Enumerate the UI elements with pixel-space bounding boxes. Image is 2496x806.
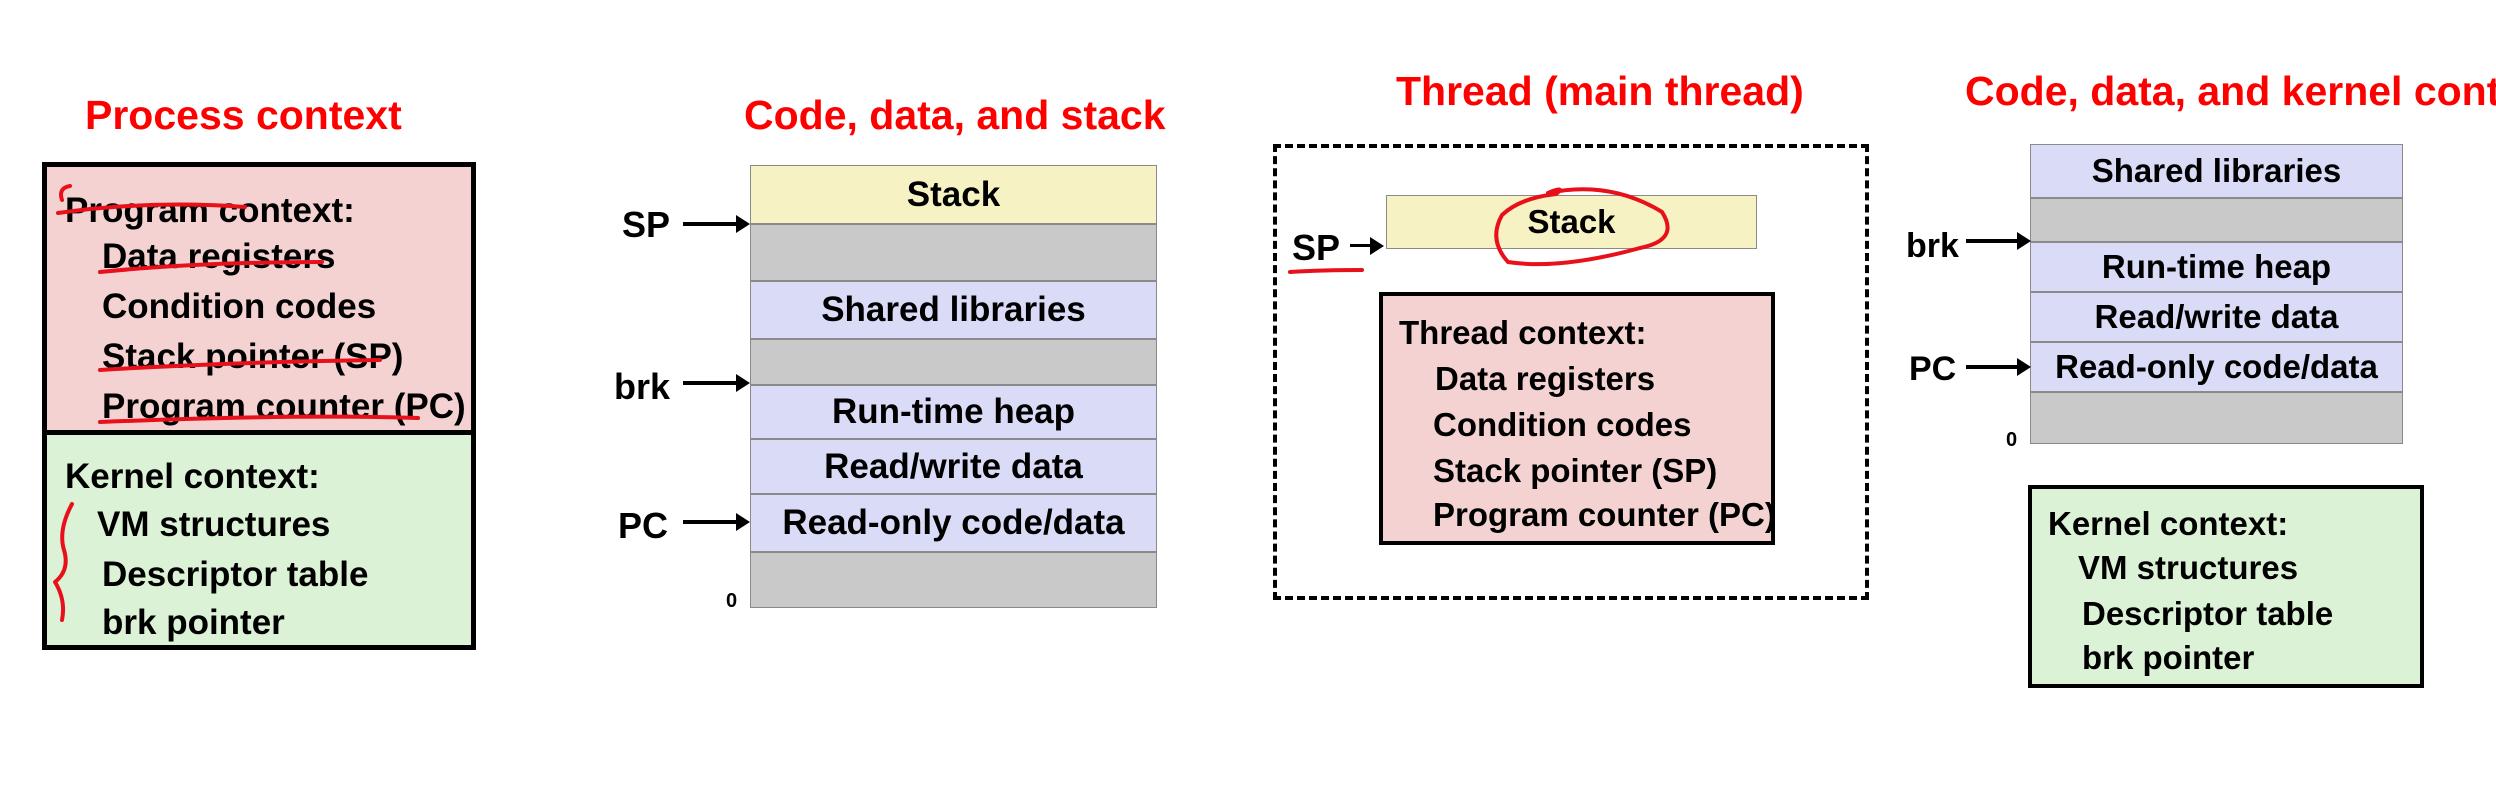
brk-label: brk bbox=[614, 366, 671, 407]
program-context-item: Program counter (PC) bbox=[102, 387, 466, 426]
shared-address-space: Shared libraries Run-time heap Read/writ… bbox=[2030, 144, 2403, 444]
kernel-context-item: Descriptor table bbox=[2082, 595, 2334, 632]
sp-label: SP bbox=[622, 204, 671, 245]
kernel-context-item: brk pointer bbox=[2082, 639, 2255, 676]
segment-gap bbox=[750, 224, 1157, 281]
segment-stack: Stack bbox=[750, 165, 1157, 224]
segment-read-write-data: Read/write data bbox=[750, 439, 1157, 494]
kernel-context-item: Descriptor table bbox=[102, 555, 369, 594]
brk-arrow bbox=[683, 374, 750, 392]
program-context-item: Condition codes bbox=[102, 287, 377, 326]
segment-read-only-code: Read-only code/data bbox=[2030, 342, 2403, 392]
segment-read-only-code: Read-only code/data bbox=[750, 494, 1157, 552]
kernel-pc-label: PC bbox=[1909, 350, 1957, 388]
thread-sp-arrow bbox=[1350, 237, 1384, 255]
kernel-brk-label: brk bbox=[1906, 227, 1959, 265]
segment-gap bbox=[2030, 198, 2403, 242]
kernel-context-item: VM structures bbox=[2078, 549, 2299, 586]
address-space: Stack Shared libraries Run-time heap Rea… bbox=[750, 165, 1157, 608]
thread-context-item: Data registers bbox=[1435, 360, 1656, 397]
segment-runtime-heap: Run-time heap bbox=[2030, 242, 2403, 292]
kernel-pc-arrow bbox=[1966, 358, 2031, 376]
kernel-address-zero-label: 0 bbox=[2006, 429, 2018, 451]
process-context-title: Process context bbox=[85, 92, 402, 138]
thread-boundary bbox=[1273, 144, 1869, 600]
thread-context-heading: Thread context: bbox=[1399, 314, 1647, 351]
segment-gap bbox=[750, 339, 1157, 385]
thread-context-item: Program counter (PC) bbox=[1433, 496, 1776, 533]
segment-shared-libraries: Shared libraries bbox=[750, 281, 1157, 339]
code-data-kernel-title: Code, data, and kernel context bbox=[1965, 68, 2496, 114]
segment-bottom bbox=[2030, 392, 2403, 444]
pc-label: PC bbox=[618, 505, 669, 546]
segment-bottom bbox=[750, 552, 1157, 608]
thread-stack: Stack bbox=[1386, 195, 1757, 249]
address-zero-label: 0 bbox=[726, 590, 738, 612]
code-data-stack-title: Code, data, and stack bbox=[744, 92, 1166, 138]
thread-context-box: Thread context: Data registers Condition… bbox=[1379, 292, 1776, 545]
program-context-heading: Program context: bbox=[65, 191, 355, 230]
kernel-context-box: Kernel context: VM structures Descriptor… bbox=[42, 430, 476, 650]
sp-arrow bbox=[683, 215, 750, 233]
kernel-context-heading: Kernel context: bbox=[2048, 505, 2289, 542]
program-context-box: Program context: Data registers Conditio… bbox=[42, 162, 476, 430]
program-context-item: Data registers bbox=[102, 237, 336, 276]
program-context-item: Stack pointer (SP) bbox=[102, 337, 404, 376]
pc-arrow bbox=[683, 513, 750, 531]
kernel-context-heading: Kernel context: bbox=[65, 457, 320, 496]
thread-title: Thread (main thread) bbox=[1396, 68, 1804, 114]
thread-context-item: Condition codes bbox=[1433, 406, 1692, 443]
thread-sp-label: SP bbox=[1292, 227, 1341, 268]
kernel-context-item: brk pointer bbox=[102, 603, 285, 642]
shared-kernel-context-box: Kernel context: VM structures Descriptor… bbox=[2028, 485, 2424, 688]
kernel-context-item: VM structures bbox=[97, 505, 331, 544]
segment-read-write-data: Read/write data bbox=[2030, 292, 2403, 342]
segment-runtime-heap: Run-time heap bbox=[750, 385, 1157, 439]
kernel-brk-arrow bbox=[1966, 232, 2031, 250]
segment-shared-libraries: Shared libraries bbox=[2030, 144, 2403, 198]
thread-context-item: Stack pointer (SP) bbox=[1433, 452, 1718, 489]
